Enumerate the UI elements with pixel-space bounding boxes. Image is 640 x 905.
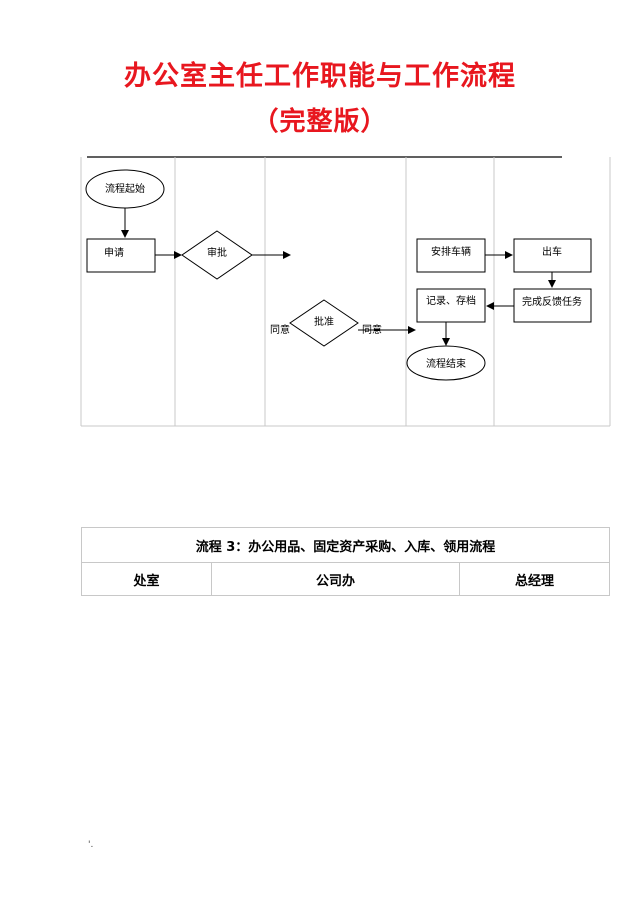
dispatch-node bbox=[513, 238, 592, 273]
review-node bbox=[181, 230, 253, 280]
feedback-node-label: 完成反馈任务 bbox=[522, 295, 582, 308]
end-node-label: 流程结束 bbox=[426, 357, 466, 370]
start-node-label: 流程起始 bbox=[105, 182, 145, 195]
approve-node bbox=[289, 299, 359, 347]
process3-caption: 流程 3：办公用品、固定资产采购、入库、领用流程 bbox=[81, 527, 610, 563]
column-header-general-manager: 总经理 bbox=[459, 562, 610, 596]
dispatch-node-label: 出车 bbox=[542, 245, 562, 258]
record-node-label: 记录、存档 bbox=[426, 294, 476, 307]
approve-node-label: 批准 bbox=[314, 315, 334, 328]
review-node-label: 审批 bbox=[207, 246, 227, 259]
document-title: 办公室主任工作职能与工作流程 bbox=[124, 61, 516, 92]
feedback-node bbox=[513, 288, 592, 323]
apply-node-label: 申请 bbox=[104, 246, 124, 259]
arrange-node-label: 安排车辆 bbox=[431, 245, 471, 258]
edge-label-agree-left: 同意 bbox=[270, 323, 290, 336]
column-header-company-office: 公司办 bbox=[211, 562, 460, 596]
end-node bbox=[406, 345, 486, 381]
process3-table: 流程 3：办公用品、固定资产采购、入库、领用流程 处室 公司办 总经理 bbox=[81, 527, 610, 596]
footer-mark: '. bbox=[88, 840, 94, 850]
arrange-node bbox=[416, 238, 486, 273]
document-subtitle: （完整版） bbox=[252, 107, 388, 137]
record-node bbox=[416, 288, 486, 323]
column-header-department: 处室 bbox=[81, 562, 212, 596]
